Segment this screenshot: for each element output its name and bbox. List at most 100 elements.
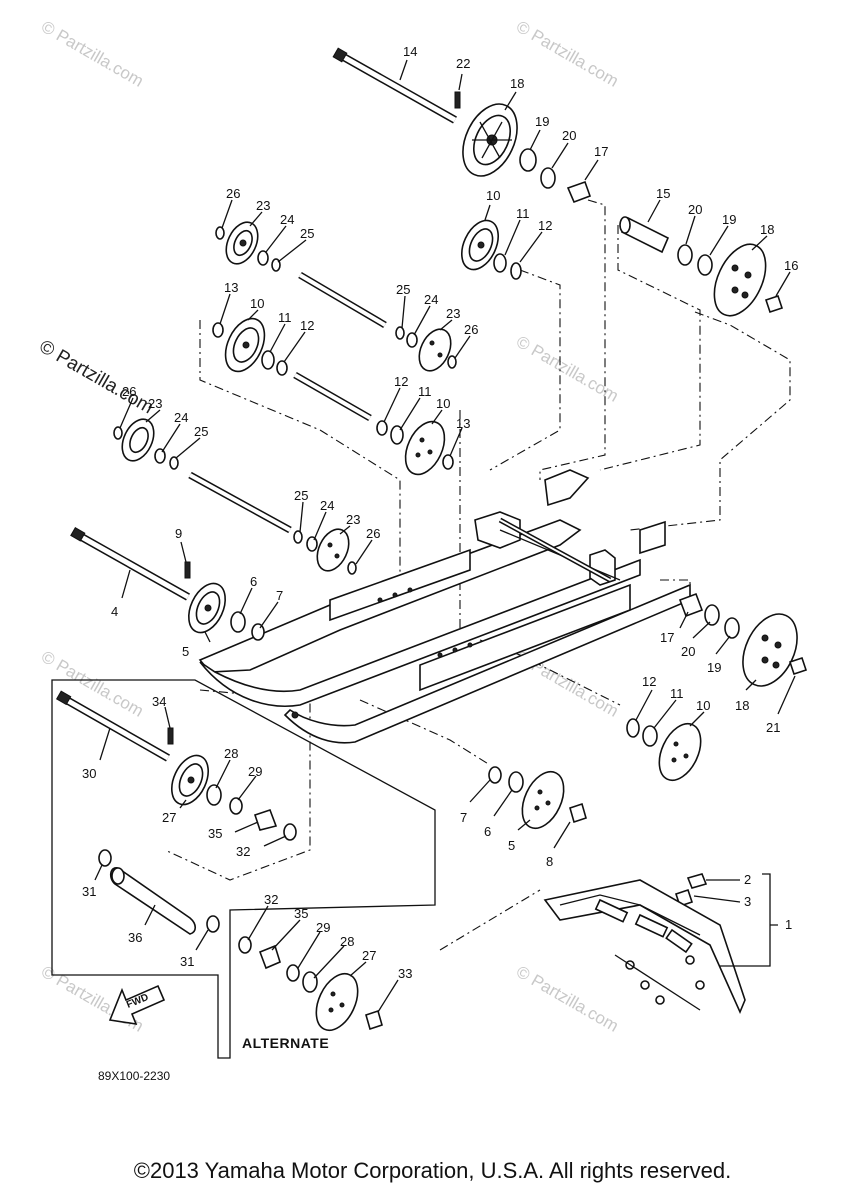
- callout-24: 24: [320, 498, 334, 513]
- callout-4: 4: [111, 604, 118, 619]
- shaft-upper: [298, 271, 387, 329]
- callout-35: 35: [208, 826, 222, 841]
- alternate-label: ALTERNATE: [242, 1035, 329, 1051]
- wheel-18-lower: [742, 613, 798, 687]
- wheel-5-lower: [521, 770, 565, 830]
- callout-12: 12: [642, 674, 656, 689]
- shaft-14: [332, 47, 457, 124]
- callout-5: 5: [508, 838, 515, 853]
- wheel-18-right: [713, 243, 767, 317]
- watermark: © Partzilla.com: [513, 962, 622, 1036]
- callout-35: 35: [294, 906, 308, 921]
- shafts: [55, 47, 670, 935]
- wheel-10-lower: [658, 722, 702, 782]
- callout-21: 21: [766, 720, 780, 735]
- small-parts: [98, 91, 808, 1031]
- wheel-10-upper: [461, 219, 499, 271]
- callout-31: 31: [180, 954, 194, 969]
- callout-29: 29: [316, 920, 330, 935]
- callout-16: 16: [784, 258, 798, 273]
- callout-18: 18: [735, 698, 749, 713]
- callout-30: 30: [82, 766, 96, 781]
- watermark: © Partzilla.com: [513, 17, 622, 91]
- callout-24: 24: [424, 292, 438, 307]
- callout-7: 7: [276, 588, 283, 603]
- wheel-23-a: [225, 221, 259, 265]
- callout-13: 13: [224, 280, 238, 295]
- callout-13: 13: [456, 416, 470, 431]
- callout-15: 15: [656, 186, 670, 201]
- callout-18: 18: [760, 222, 774, 237]
- wheels: [121, 103, 798, 1032]
- callout-18: 18: [510, 76, 524, 91]
- shaft-mid: [293, 371, 372, 422]
- callout-26: 26: [366, 526, 380, 541]
- callout-23: 23: [256, 198, 270, 213]
- callout-26: 26: [464, 322, 478, 337]
- callout-28: 28: [224, 746, 238, 761]
- wheel-23-b: [418, 328, 452, 372]
- wheel-10-b: [404, 420, 446, 476]
- callout-29: 29: [248, 764, 262, 779]
- wheel-23-d: [316, 528, 350, 572]
- callout-6: 6: [484, 824, 491, 839]
- callout-27: 27: [362, 948, 376, 963]
- callout-23: 23: [148, 396, 162, 411]
- leader-lines: [164, 199, 791, 951]
- wheel-27-lower: [315, 972, 359, 1032]
- callout-19: 19: [722, 212, 736, 227]
- callout-33: 33: [398, 966, 412, 981]
- slide-rail-frame: [198, 469, 691, 744]
- callout-24: 24: [280, 212, 294, 227]
- callout-5: 5: [182, 644, 189, 659]
- callout-1: 1: [785, 917, 792, 932]
- callout-19: 19: [707, 660, 721, 675]
- wheel-23-c: [121, 418, 155, 462]
- callout-22: 22: [456, 56, 470, 71]
- shaft-lower: [188, 471, 292, 534]
- callout-32: 32: [264, 892, 278, 907]
- shaft-4: [70, 526, 190, 601]
- callout-32: 32: [236, 844, 250, 859]
- callouts: 14 22 18 19 20 17 10 11 12 15 20 19 18 1…: [82, 44, 798, 1013]
- callout-24: 24: [174, 410, 188, 425]
- callout-25: 25: [194, 424, 208, 439]
- callout-25: 25: [396, 282, 410, 297]
- callout-14: 14: [403, 44, 417, 59]
- callout-12: 12: [300, 318, 314, 333]
- watermark: © Partzilla.com: [38, 17, 147, 91]
- watermark-dark: © Partzilla.com: [36, 336, 157, 418]
- callout-36: 36: [128, 930, 142, 945]
- callout-17: 17: [594, 144, 608, 159]
- wheel-10-a: [224, 317, 266, 373]
- callout-23: 23: [446, 306, 460, 321]
- callout-9: 9: [175, 526, 182, 541]
- callout-25: 25: [300, 226, 314, 241]
- callout-34: 34: [152, 694, 166, 709]
- callout-7: 7: [460, 810, 467, 825]
- callout-10: 10: [486, 188, 500, 203]
- callout-10: 10: [696, 698, 710, 713]
- tube-36: [109, 867, 197, 935]
- callout-10: 10: [436, 396, 450, 411]
- callout-25: 25: [294, 488, 308, 503]
- callout-2: 2: [744, 872, 751, 887]
- callout-19: 19: [535, 114, 549, 129]
- callout-6: 6: [250, 574, 257, 589]
- callout-11: 11: [516, 206, 530, 221]
- callout-28: 28: [340, 934, 354, 949]
- callout-17: 17: [660, 630, 674, 645]
- shaft-cross: [498, 517, 612, 583]
- tube-15: [619, 216, 670, 254]
- callout-20: 20: [688, 202, 702, 217]
- callout-31: 31: [82, 884, 96, 899]
- callout-12: 12: [394, 374, 408, 389]
- callout-10: 10: [250, 296, 264, 311]
- shaft-30: [55, 690, 170, 762]
- callout-12: 12: [538, 218, 552, 233]
- callout-26: 26: [122, 384, 136, 399]
- fwd-arrow-icon: FWD: [108, 984, 166, 1026]
- callout-11: 11: [418, 384, 432, 399]
- callout-11: 11: [670, 686, 684, 701]
